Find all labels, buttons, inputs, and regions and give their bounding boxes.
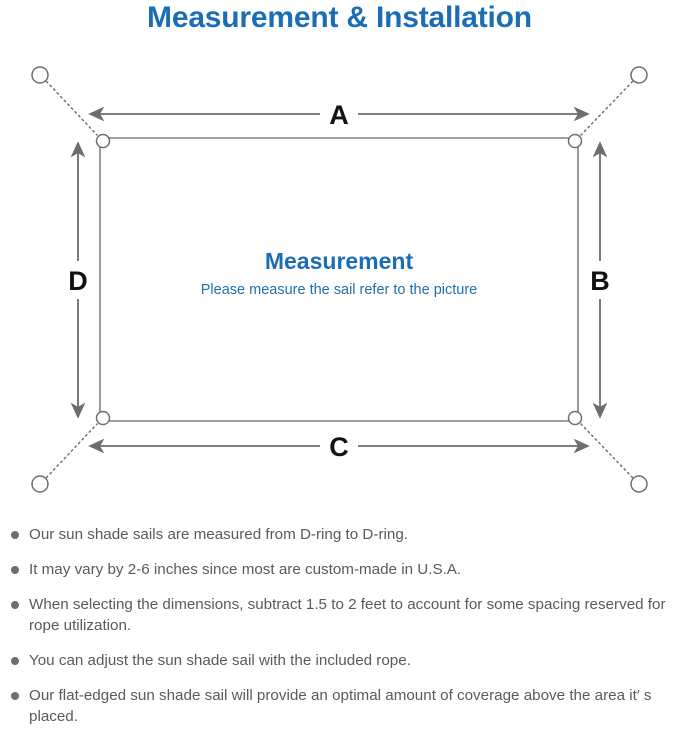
page-title: Measurement & Installation [147,1,532,34]
rope-line-top-right [580,80,634,136]
bullet-icon [11,601,19,609]
list-item-text: When selecting the dimensions, subtract … [29,596,666,634]
anchor-point-bottom-left [31,475,49,493]
list-item-text: You can adjust the sun shade sail with t… [29,652,411,669]
list-item-text: Our sun shade sails are measured from D-… [29,526,408,543]
bullet-icon [11,692,19,700]
sun-shade-sail-measurement-diagram: Measurement Please measure the sail refe… [0,48,679,510]
notes-list: Our sun shade sails are measured from D-… [0,524,679,741]
sail-heading: Measurement [265,248,414,274]
sail-subheading: Please measure the sail refer to the pic… [201,282,477,298]
bullet-icon [11,566,19,574]
dimension-label-d: D [68,266,88,296]
dimension-label-b: B [590,266,610,296]
dimension-label-a: A [329,100,349,130]
anchor-point-top-left [31,66,49,84]
list-item-text: Our flat-edged sun shade sail will provi… [29,687,652,725]
rope-line-bottom-right [580,423,634,479]
dimension-label-c: C [329,432,349,462]
list-item: It may vary by 2-6 inches since most are… [0,559,679,580]
bullet-icon [11,657,19,665]
list-item-text: It may vary by 2-6 inches since most are… [29,561,462,578]
d-ring-bottom-left [95,410,111,426]
anchor-point-bottom-right [630,475,648,493]
list-item: Our sun shade sails are measured from D-… [0,524,679,545]
rope-line-bottom-left [45,423,98,479]
list-item: When selecting the dimensions, subtract … [0,594,679,636]
d-ring-top-left [95,133,111,149]
bullet-icon [11,531,19,539]
anchor-point-top-right [630,66,648,84]
d-ring-bottom-right [567,410,583,426]
sail-rectangle [99,137,579,422]
list-item: You can adjust the sun shade sail with t… [0,650,679,671]
d-ring-top-right [567,133,583,149]
list-item: Our flat-edged sun shade sail will provi… [0,685,679,727]
rope-line-top-left [45,80,98,136]
